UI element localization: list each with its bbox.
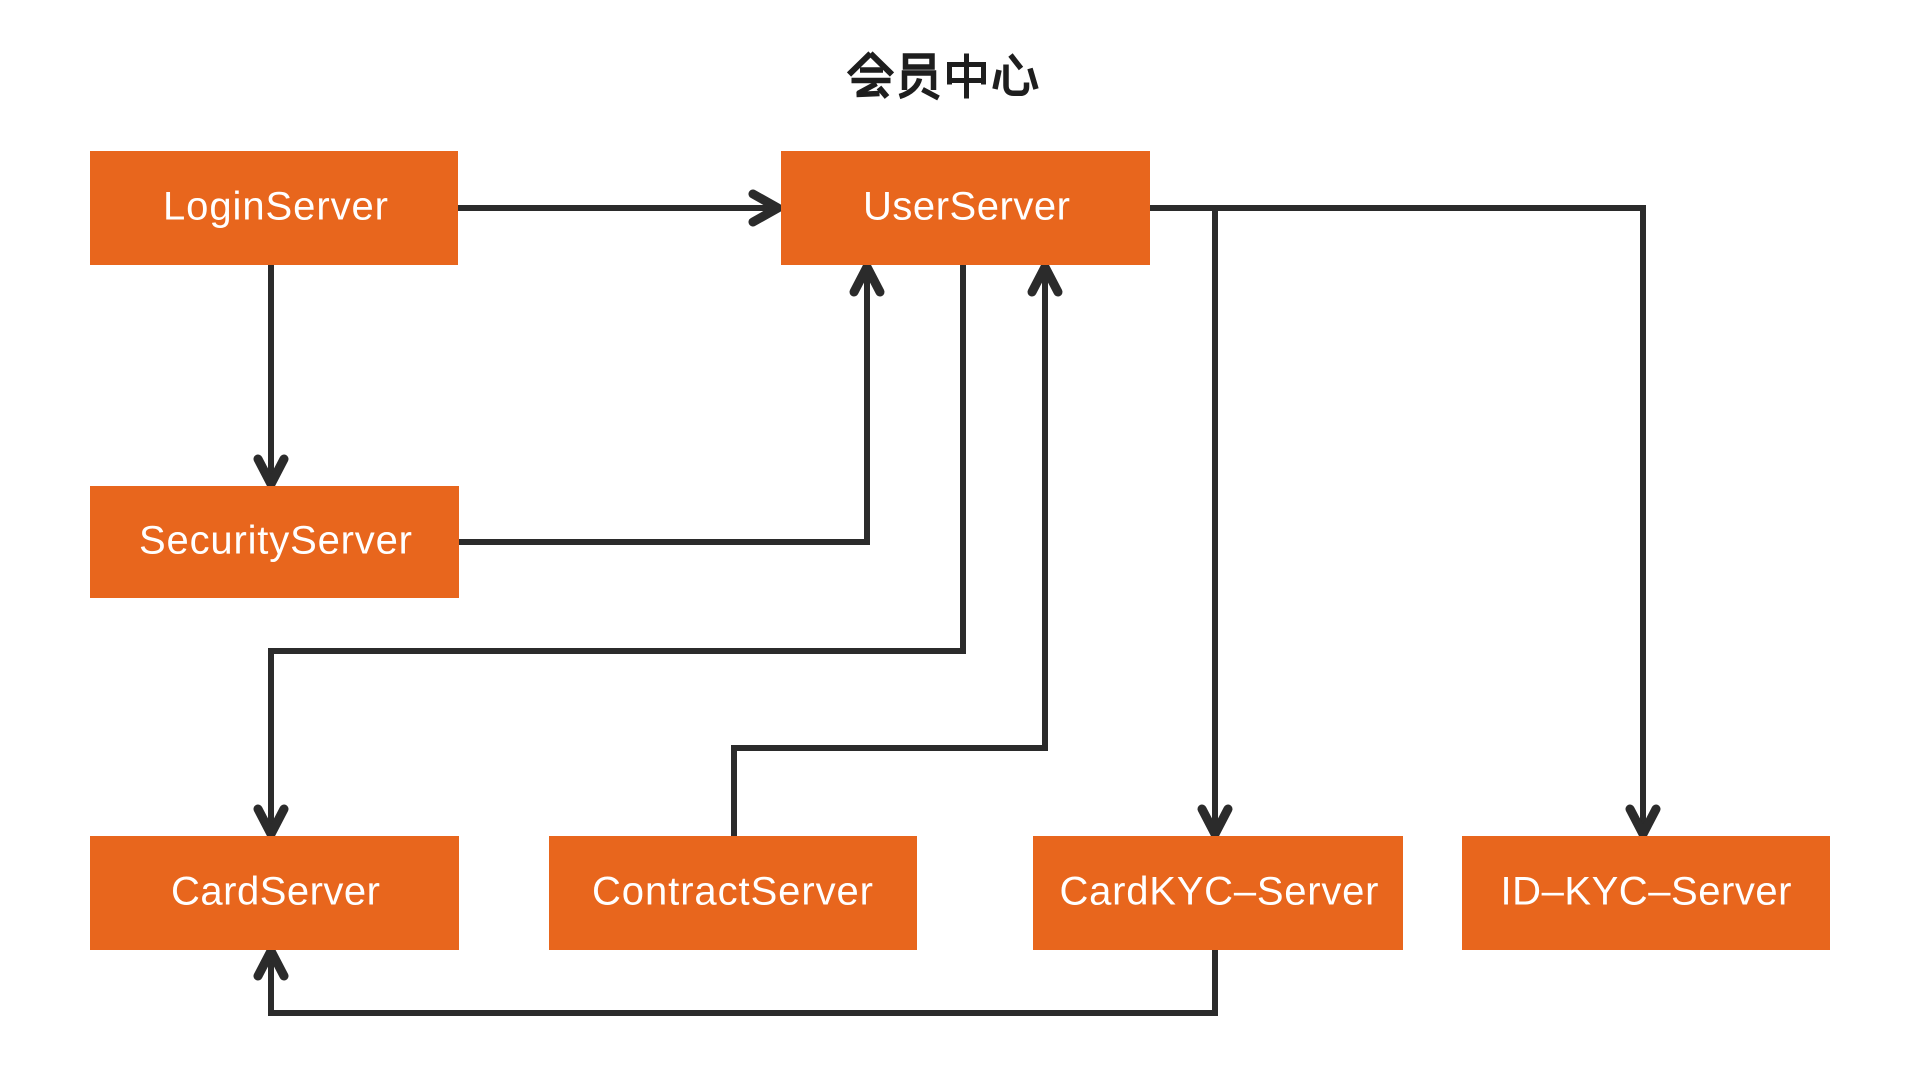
svg-text:ID–KYC–Server: ID–KYC–Server bbox=[1501, 870, 1792, 914]
svg-text:SecurityServer: SecurityServer bbox=[139, 519, 412, 563]
svg-text:CardServer: CardServer bbox=[171, 870, 380, 914]
svg-text:ContractServer: ContractServer bbox=[592, 870, 873, 914]
svg-text:UserServer: UserServer bbox=[863, 185, 1070, 229]
svg-text:CardKYC–Server: CardKYC–Server bbox=[1060, 870, 1379, 914]
svg-text:LoginServer: LoginServer bbox=[163, 185, 388, 229]
